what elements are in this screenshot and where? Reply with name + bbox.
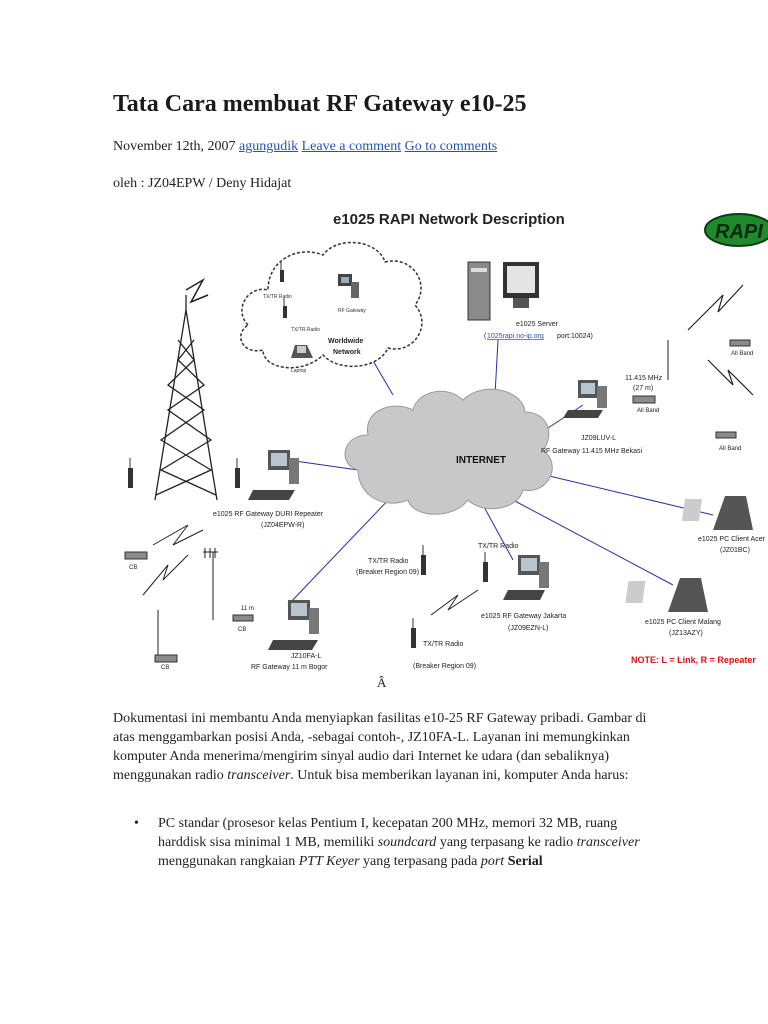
breaker-top-radio-label: TX/TR Radio (368, 558, 409, 565)
cb-antenna-icon (203, 548, 218, 620)
post-title: Tata Cara membuat RF Gateway e10-25 (113, 91, 527, 117)
author-link[interactable]: agungudik (238, 139, 299, 154)
network-label: Network (333, 349, 361, 356)
client-malang-label: e1025 PC Client Malang (645, 619, 721, 626)
post-date: November 12th, 2007 (113, 139, 236, 154)
breaker-bottom-radio-label: TX/TR Radio (423, 641, 464, 648)
signal-lightning-icon (185, 277, 209, 304)
cb-band-label: 11 m (241, 606, 254, 612)
intro-paragraph: Dokumentasi ini membantu Anda menyiapkan… (113, 711, 647, 783)
jz09-band: (27 m) (633, 385, 653, 392)
breaker-bottom-region-label: (Breaker Region 09) (413, 663, 476, 670)
client-acer-callsign: (JZ01BC) (720, 547, 750, 554)
client-malang-callsign: (JZ13AZY) (669, 630, 703, 637)
server-label: e1025 Server (516, 321, 559, 328)
post-byline: oleh : JZ04EPW / Deny Hidajat (113, 176, 292, 191)
handheld-radio-left-icon (128, 458, 133, 488)
jz10-description: RF Gateway 11 m Bogor (251, 664, 328, 671)
allband-radio-bottom-icon (715, 431, 737, 439)
jz09-callsign: JZ09LUV-L (581, 435, 616, 442)
cb-2-label: CB (238, 627, 246, 633)
client-malang-laptop-icon (625, 578, 708, 612)
cloud-rf-gateway-label: RF Gateway (338, 308, 366, 314)
stray-character: Â (377, 675, 387, 690)
server-icon (467, 261, 539, 321)
jakarta-signal-icon (430, 589, 479, 616)
jz09-radio-icon (632, 395, 656, 404)
diagram-title: e1025 RAPI Network Description (333, 211, 565, 228)
breaker-top-radio-icon (421, 545, 426, 575)
cloud-handheld-radio-icon-2 (283, 298, 287, 318)
post-meta: November 12th, 2007 agungudik Leave a co… (113, 139, 497, 155)
rapi-logo: RAPI (704, 213, 768, 247)
go-to-comments-link[interactable]: Go to comments (404, 139, 498, 154)
breaker-bottom-radio-icon (411, 618, 416, 648)
server-address-link[interactable]: 1025rapi.no-ip.org (487, 333, 544, 340)
transceiver-emphasis: transceiver (227, 768, 291, 783)
leave-comment-link[interactable]: Leave a comment (301, 139, 402, 154)
jz09-allband-label: All Band (637, 408, 659, 414)
cloud-handheld-radio-icon (280, 262, 284, 282)
handheld-radio-right-icon (235, 458, 240, 488)
duri-callsign: (JZ04EPW-R) (261, 522, 304, 529)
bullet-icon: • (134, 816, 139, 831)
duri-pc-icon (248, 450, 299, 500)
client-acer-laptop-icon (681, 496, 753, 530)
jakarta-radio-icon (483, 552, 488, 582)
cloud-laptop-icon (291, 345, 313, 358)
cb-3-label: CB (161, 665, 169, 671)
allband-radio-top-icon (729, 339, 751, 347)
jz10-callsign: JZ10FA-L (291, 653, 321, 660)
cb-radio-2-icon (232, 614, 254, 622)
diagram-note: NOTE: L = Link, R = Repeater (631, 655, 756, 665)
repeater-signal-icons (687, 284, 754, 396)
cloud-txtr-radio-label-1: TX/TR Radio (263, 294, 292, 300)
radio-tower-icon (154, 295, 218, 501)
jakarta-pc-icon (503, 555, 549, 600)
cb-1-label: CB (129, 565, 137, 571)
jz09-frequency: 11.415 MHz (625, 375, 663, 382)
requirements-list: •PC standar (prosesor kelas Pentium I, k… (113, 814, 658, 871)
network-diagram: e1025 RAPI Network Description RAPI Worl… (124, 211, 768, 671)
cloud-txtr-radio-label-2: TX/TR Radio (291, 327, 320, 333)
jz10-pc-icon (268, 600, 319, 650)
cb-signal-icon-1 (152, 524, 204, 546)
server-address-open: ( (484, 333, 487, 340)
internet-label: INTERNET (456, 455, 506, 466)
jakarta-radio-label: TX/TR Radio (478, 543, 519, 550)
cb-radio-1-icon (124, 551, 148, 560)
jakarta-callsign: (JZ09EZN-L) (508, 625, 548, 632)
allband-bottom-label: All Band (719, 446, 741, 452)
worldwide-network-cloud: Worldwide Network TX/TR Radio RF Gateway… (240, 241, 423, 374)
list-item: •PC standar (prosesor kelas Pentium I, k… (134, 816, 640, 869)
cloud-pc-icon (338, 274, 359, 298)
client-acer-label: e1025 PC Client Acer (698, 536, 766, 543)
jz09-description: RF Gateway 11.415 MHz Bekasi (541, 448, 642, 455)
cloud-laptop-label: Laptop (291, 368, 307, 374)
cb-radio-3-icon (154, 654, 178, 663)
allband-top-label: All Band (731, 351, 753, 357)
jz09-pc-icon (563, 380, 607, 418)
rapi-logo-text: RAPI (715, 221, 763, 243)
breaker-top-region-label: (Breaker Region 09) (356, 569, 419, 576)
cb-signal-icon-2 (142, 554, 189, 596)
duri-label: e1025 RF Gateway DURI Repeater (213, 511, 324, 518)
worldwide-label: Worldwide (328, 338, 363, 345)
internet-cloud: INTERNET (344, 388, 553, 515)
server-address-port: port:10024) (557, 333, 593, 340)
jakarta-label: e1025 RF Gateway Jakarta (481, 613, 566, 620)
